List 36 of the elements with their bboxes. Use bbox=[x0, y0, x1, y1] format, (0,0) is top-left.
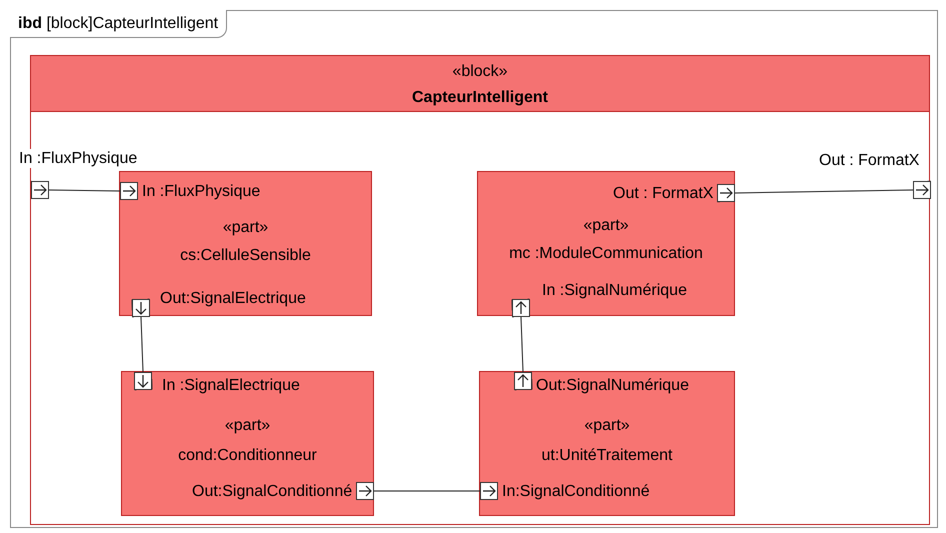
port-label: Out : FormatX bbox=[819, 151, 920, 170]
stereotype-label: «part» bbox=[224, 416, 272, 435]
port-square bbox=[512, 299, 530, 317]
port-square bbox=[356, 482, 374, 500]
port-square bbox=[717, 184, 735, 202]
port-square bbox=[514, 372, 532, 390]
port-label: In :SignalNumérique bbox=[542, 281, 687, 300]
port-label: Out:SignalElectrique bbox=[160, 289, 306, 308]
part-name: cs:CelluleSensible bbox=[179, 246, 312, 265]
part-name: cond:Conditionneur bbox=[177, 446, 318, 465]
port-label: In:SignalConditionné bbox=[502, 482, 650, 501]
part-box bbox=[121, 371, 374, 516]
block-name: CapteurIntelligent bbox=[410, 88, 549, 107]
part-box bbox=[119, 171, 372, 316]
port-square bbox=[913, 181, 931, 199]
port-label: Out:SignalConditionné bbox=[192, 482, 352, 501]
stereotype-label: «part» bbox=[583, 416, 631, 435]
port-square bbox=[480, 482, 498, 500]
port-label: In :FluxPhysique bbox=[19, 149, 138, 168]
connector-line bbox=[716, 180, 932, 202]
port-label: Out : FormatX bbox=[613, 184, 714, 203]
stereotype-label: «block» bbox=[451, 62, 509, 81]
stereotype-label: «part» bbox=[582, 216, 630, 235]
port-label: In :SignalElectrique bbox=[162, 376, 300, 395]
stereotype-label: «part» bbox=[222, 218, 270, 237]
diagram-title: ibd [block]CapteurIntelligent bbox=[10, 10, 228, 38]
port-square bbox=[31, 181, 49, 199]
port-square bbox=[120, 182, 138, 200]
part-name: mc :ModuleCommunication bbox=[508, 244, 704, 263]
part-name: ut:UnitéTraitement bbox=[540, 446, 674, 465]
port-square bbox=[134, 372, 152, 390]
port-square bbox=[132, 299, 150, 317]
port-label: In :FluxPhysique bbox=[142, 182, 260, 201]
port-label: Out:SignalNumérique bbox=[536, 376, 689, 395]
part-box bbox=[479, 371, 735, 516]
part-box bbox=[477, 171, 735, 316]
